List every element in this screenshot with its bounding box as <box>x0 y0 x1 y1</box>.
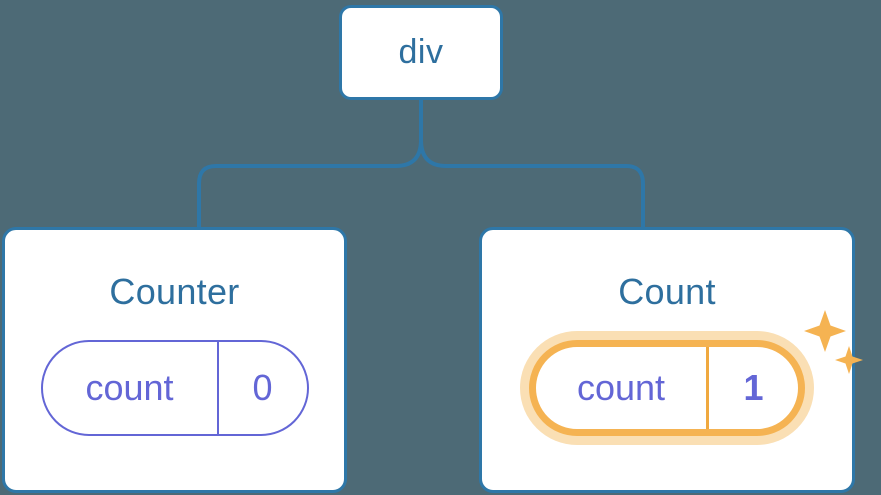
branch-to-count <box>419 138 645 229</box>
root-node-label: div <box>398 33 444 71</box>
state-pill[interactable]: count 0 <box>40 340 309 436</box>
state-value: 0 <box>216 342 307 434</box>
state-value: 1 <box>706 347 798 429</box>
state-pill-wrapper: count 0 <box>40 340 309 436</box>
branch-to-counter <box>197 98 423 229</box>
state-key: count <box>576 367 666 408</box>
component-card-count[interactable]: Count count 1 <box>479 227 863 493</box>
sparkle-icon <box>804 310 863 374</box>
component-title: Count <box>618 271 716 312</box>
state-pill-wrapper: count 1 <box>529 310 863 436</box>
component-title: Counter <box>109 271 240 312</box>
state-pill-highlighted[interactable]: count 1 <box>529 340 805 436</box>
component-card-counter[interactable]: Counter count 0 <box>2 227 347 493</box>
root-node-div[interactable]: div <box>339 5 503 100</box>
state-key: count <box>85 367 174 408</box>
